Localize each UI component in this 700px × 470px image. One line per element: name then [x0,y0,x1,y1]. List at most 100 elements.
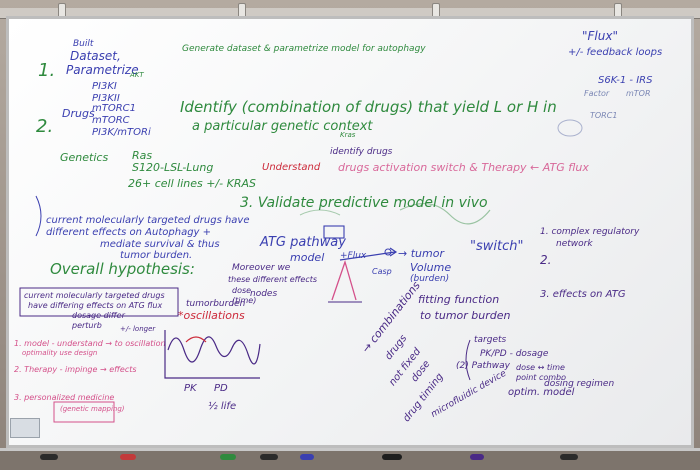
genetics-label: Genetics [60,151,109,164]
tumor-volume: Volume [410,261,452,274]
left-note: current molecularly targeted drugs [24,291,165,300]
drugs-label: Drugs [62,107,95,120]
current-text: mediate survival & thus [100,239,220,250]
header-built: Built [73,39,94,49]
right-top-note: Factor [584,89,610,98]
current-text: tumor burden. [120,250,193,261]
drug-item: PI3K/mTORi [92,127,151,138]
right-list-item: optim. model [508,387,575,398]
lung-line: S120-LSL-Lung [132,161,214,174]
header-dataset: Dataset, [70,49,121,63]
step-2: 2. [36,116,54,137]
overall-hypothesis: Overall hypothesis: [50,260,195,278]
right-list-item: dose ↔ time [516,363,565,372]
marker[interactable] [300,454,314,460]
moreover-text: Moreover we [232,263,291,273]
marker[interactable] [470,454,484,460]
current-box [19,287,179,317]
nodes-label: nodes [250,289,278,299]
green-scribble [299,209,341,216]
pd-label: PD [214,383,228,394]
moreover-text: dose [232,286,252,295]
tumorburden-label: tumorburden [186,299,246,309]
half-life-label: ½ life [208,401,237,412]
marker[interactable] [560,454,578,460]
moreover-text: these different effects [228,275,318,284]
s6k-irs: S6K-1 - IRS [598,75,653,86]
left-model-note: 1. model - understand → to oscillation [14,339,166,348]
model-arrow [339,251,396,261]
green-scribble [399,203,491,225]
moreover-text: (time) [232,296,257,305]
right-side-note: 1. complex regulatory [540,227,640,237]
right-list-item: targets [474,335,507,345]
switch-curve [331,259,357,301]
flux-label: +Flux [340,251,367,261]
node-circle [384,248,392,256]
tumor-volume: (burden) [410,274,450,284]
right-list-item: dosing regimen [544,379,615,389]
tumor-volume: → tumor [398,247,444,260]
pi3k-item: PI3KII [92,93,120,104]
faint-circle [557,119,583,137]
left-brace [35,195,42,237]
current-text: current molecularly targeted drugs have [46,215,250,226]
feedback-loops: +/- feedback loops [568,47,663,58]
understand-text: Understand [262,162,321,173]
drug-item: mTORC1 [92,103,137,114]
model-box [323,225,345,239]
step-1: 1. [38,60,56,81]
oscillation-axes [164,330,260,379]
right-list-item: point combo [516,373,567,382]
caspase-label: Casp [372,267,392,276]
right-top-note: TORC1 [590,111,618,120]
board-sticker [10,418,40,438]
tumor-burden: to tumor burden [420,309,511,322]
model-label: model [290,251,325,264]
atg-pathway: ATG pathway [260,235,346,250]
whiteboard [6,16,694,448]
marker[interactable] [382,454,402,460]
akt-note: AKT [130,71,144,79]
header-parametrize: Parametrize [66,63,139,77]
right-list-item: PK/PD - dosage [480,349,549,359]
fitting-function: fitting function [418,293,500,306]
right-side-note: network [556,239,593,249]
oscillations-label: *oscillations [178,309,245,322]
oscillation-highlight [185,336,207,343]
pi3k-item: PI3KI [92,81,117,92]
left-note: +/- longer [120,325,156,333]
cell-lines: 26+ cell lines +/- KRAS [128,177,256,190]
left-note: perturb [72,321,102,330]
flux-header: "Flux" [582,29,618,43]
ras-label: Ras [132,149,153,162]
identify-line-2: a particular genetic context [192,119,373,134]
right-top-note: mTOR [626,89,651,98]
switch-label: "switch" [470,239,524,254]
identify-line-1: Identify (combination of drugs) that yie… [180,98,557,116]
right-side-note: 2. [540,253,552,267]
model-arrow-head [389,247,398,257]
right-list-item: (2) Pathway [456,361,510,371]
left-note: have differing effects on ATG flux [28,301,163,310]
drug-item: mTORC [92,115,130,126]
right-side-note: 3. effects on ATG [540,289,626,300]
current-text: different effects on Autophagy + [46,227,212,238]
oscillation-curve [167,336,261,365]
validate-text: 3. Validate predictive model in vivo [240,195,488,211]
pk-label: PK [184,383,197,394]
marker[interactable] [40,454,58,460]
marker[interactable] [260,454,278,460]
kras-note: Kras [340,131,356,139]
marker-tray [0,448,700,470]
left-personalized-note: 3. personalized medicine [14,393,115,402]
goal-text: Generate dataset & parametrize model for… [182,44,426,54]
left-model-note: optimality use design [22,349,98,357]
marker[interactable] [120,454,136,460]
marker[interactable] [220,454,236,460]
list-brace [465,339,471,381]
left-therapy-note: 2. Therapy - impinge → effects [14,365,137,374]
genetic-box [53,401,115,423]
left-personalized-note: (genetic mapping) [60,405,125,413]
